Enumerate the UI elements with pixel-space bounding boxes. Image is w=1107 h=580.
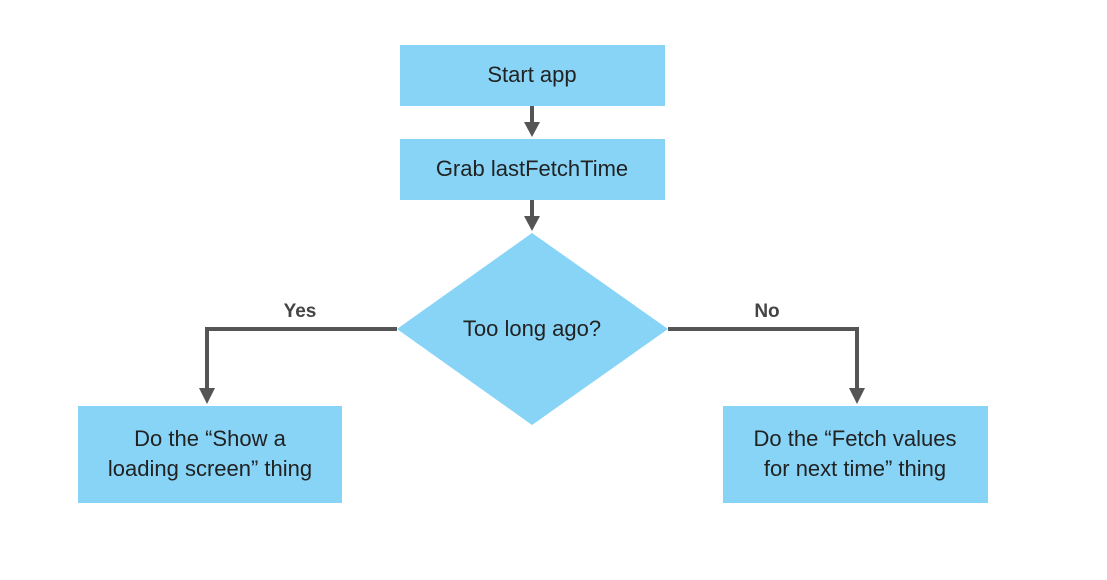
yes-action-node: Do the “Show a loading screen” thing	[78, 406, 342, 503]
no-action-line-1: Do the “Fetch values	[754, 426, 957, 451]
grab-node: Grab lastFetchTime	[400, 139, 665, 200]
grab-node-label: Grab lastFetchTime	[436, 156, 628, 181]
yes-action-line-2: loading screen” thing	[108, 456, 312, 481]
start-node: Start app	[400, 45, 665, 106]
arrow-start-to-grab	[524, 106, 540, 137]
yes-edge-label: Yes	[284, 301, 317, 322]
no-action-node: Do the “Fetch values for next time” thin…	[723, 406, 988, 503]
no-edge-label: No	[754, 301, 779, 322]
yes-action-line-1: Do the “Show a	[134, 426, 286, 451]
yes-branch-connector	[199, 327, 397, 404]
decision-node: Too long ago?	[397, 233, 668, 425]
decision-node-label: Too long ago?	[463, 316, 601, 341]
start-node-label: Start app	[487, 62, 576, 87]
no-action-line-2: for next time” thing	[764, 456, 946, 481]
arrow-grab-to-decision	[524, 200, 540, 231]
no-branch-connector	[668, 327, 865, 404]
